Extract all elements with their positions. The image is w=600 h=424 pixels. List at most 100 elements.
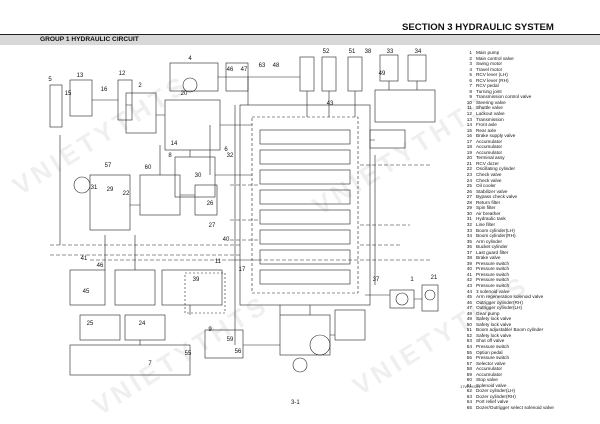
callout: 39: [193, 277, 200, 283]
legend-label: Accumulator: [476, 144, 503, 150]
callout: 27: [209, 223, 216, 229]
spool-section: [259, 209, 351, 225]
legend-label: Dozer cylinder(LH): [476, 388, 516, 394]
legend-number: 52: [466, 332, 472, 338]
pump-symbol: [309, 334, 331, 356]
legend-label: Boom cylinder(LH): [476, 227, 515, 233]
legend-label: Shut off valve: [476, 338, 505, 344]
legend-number: 47: [466, 305, 472, 311]
legend-number: 17: [466, 138, 472, 144]
legend-number: 65: [466, 405, 472, 410]
legend-number: 51: [466, 327, 472, 333]
legend-label: Turning joint: [476, 88, 502, 94]
cylinder: [347, 56, 363, 92]
legend-number: 41: [466, 271, 472, 277]
legend-number: 56: [466, 355, 472, 361]
callout: 2: [138, 83, 142, 89]
valve-block: [89, 174, 131, 231]
callout: 26: [207, 201, 214, 207]
accumulator-symbol: [395, 292, 409, 306]
legend-label: Accumulator: [476, 138, 503, 144]
spool-section: [259, 269, 351, 285]
callout: 15: [65, 91, 72, 97]
legend-number: 49: [466, 316, 472, 322]
legend-label: Hydraulic tank: [476, 216, 506, 222]
callout: 20: [181, 91, 188, 97]
legend-label: Bucket cylinder: [476, 244, 508, 250]
accumulator-symbol: [424, 289, 436, 301]
legend-number: 58: [466, 366, 472, 372]
valve-block: [204, 329, 244, 359]
legend-number: 37: [466, 249, 472, 255]
callout: 30: [195, 173, 202, 179]
legend-number: 53: [466, 338, 472, 344]
callout: 9: [208, 327, 212, 333]
legend-number: 43: [466, 282, 472, 288]
legend-label: Rear axle: [476, 127, 497, 133]
callout: 7: [148, 361, 152, 367]
cylinder: [379, 54, 399, 82]
cylinder: [321, 56, 337, 92]
valve-block: [374, 89, 436, 123]
section-title: SECTION 3 HYDRAULIC SYSTEM: [402, 22, 554, 33]
hydraulic-line: [59, 105, 376, 345]
legend-number: 21: [466, 160, 472, 166]
legend-number: 5: [469, 72, 472, 78]
legend-label: Front axle: [476, 122, 497, 128]
valve-block: [334, 309, 366, 341]
callout: 17: [239, 267, 246, 273]
legend-label: Terminal assy: [476, 155, 505, 161]
control-valve-inner: [251, 116, 359, 294]
callout: 31: [91, 185, 98, 191]
legend-number: 7: [469, 83, 472, 89]
legend-number: 6: [469, 77, 472, 83]
legend-number: 3: [469, 61, 472, 67]
callout: 59: [227, 337, 234, 343]
legend-number: 34: [466, 233, 472, 239]
page-number: 3-1: [291, 400, 300, 406]
callout: 46: [97, 263, 104, 269]
valve-block: [369, 129, 406, 149]
motor-symbol: [73, 176, 91, 194]
legend-label: Stop valve: [476, 377, 498, 383]
main-control-valve-block: [239, 104, 371, 306]
callout: 14: [171, 141, 178, 147]
legend-label: Spin filter: [476, 205, 496, 211]
callout: 57: [105, 163, 112, 169]
legend-number: 33: [466, 227, 472, 233]
drawing-code: 17W9HS01: [460, 384, 481, 389]
legend-label: Dozer/Outrigger select solenoid valve: [476, 405, 554, 410]
callout: 6: [224, 147, 228, 153]
callout: 60: [145, 165, 152, 171]
callout: 37: [373, 277, 380, 283]
legend-number: 42: [466, 277, 472, 283]
legend-number: 63: [466, 393, 472, 399]
cylinder: [407, 54, 427, 82]
callout: 38: [365, 49, 372, 55]
hydraulic-circuit-diagram: 52 51 38 33 34 46 47 63 48 8 4 43 49 13 …: [48, 49, 439, 376]
legend-number: 40: [466, 266, 472, 272]
legend-label: Transmission control valve: [476, 94, 532, 100]
